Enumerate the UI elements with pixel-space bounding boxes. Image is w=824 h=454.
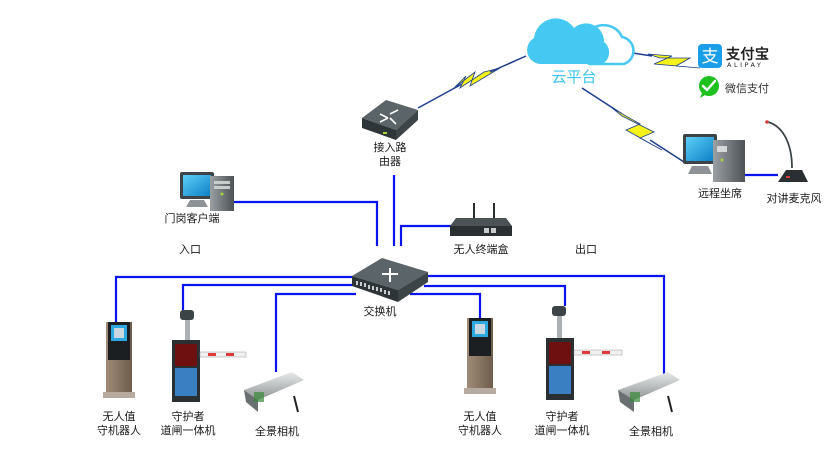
entrance-panoramic-camera-icon <box>244 372 304 413</box>
alipay-icon-glyph: 支 <box>702 47 719 67</box>
alipay-subtitle: ALIPAY <box>727 61 764 69</box>
alipay-logo: 支 <box>698 44 722 68</box>
wireless-link-cloud-payment <box>625 51 701 69</box>
exit-robot-label-line1: 无人值 <box>463 410 497 423</box>
microphone-label: 对讲麦克风 <box>766 192 822 205</box>
entrance-barrier-label-line1: 守护者 <box>171 410 205 423</box>
cable-terminal-box <box>399 224 454 246</box>
cable-exit-robot <box>410 292 482 318</box>
entrance-barrier-gate-icon <box>172 310 247 402</box>
entrance-zone-label: 入口 <box>179 243 201 256</box>
terminal-box-icon <box>450 203 512 236</box>
entrance-barrier-label: 守护者 道闸一体机 <box>161 410 216 438</box>
wireless-link-cloud-remote <box>581 87 685 163</box>
cable-gate-client <box>234 200 379 246</box>
entrance-barrier-label-line2: 道闸一体机 <box>160 424 216 437</box>
wechat-pay-icon <box>699 76 719 98</box>
network-cables <box>114 173 778 374</box>
gate-client-computer-icon <box>180 172 234 211</box>
exit-zone-label: 出口 <box>575 243 597 256</box>
exit-camera-label: 全景相机 <box>629 425 673 438</box>
terminal-box-label: 无人终端盒 <box>453 243 509 256</box>
entrance-robot-label-line1: 无人值 <box>102 410 136 423</box>
intercom-microphone-icon <box>765 120 808 182</box>
cable-exit-camera <box>424 274 666 374</box>
cloud-icon <box>527 18 635 66</box>
network-switch-icon <box>352 258 428 302</box>
wechat-pay-label: 微信支付 <box>725 82 769 95</box>
entrance-camera-label: 全景相机 <box>255 425 299 438</box>
exit-robot-kiosk-icon <box>464 318 496 394</box>
exit-panoramic-camera-icon <box>618 372 680 413</box>
exit-robot-label: 无人值 守机器人 <box>458 410 502 438</box>
entrance-robot-label-line2: 守机器人 <box>97 424 141 437</box>
alipay-title: 支付宝 <box>726 47 770 63</box>
entrance-robot-label: 无人值 守机器人 <box>97 410 141 438</box>
router-label-line2: 由器 <box>379 155 401 168</box>
exit-barrier-label-line1: 守护者 <box>545 410 579 423</box>
cable-entrance-robot <box>114 275 352 322</box>
remote-seat-label: 远程坐席 <box>698 187 742 200</box>
router-icon <box>362 100 418 140</box>
exit-barrier-label-line2: 道闸一体机 <box>534 424 590 437</box>
exit-barrier-label: 守护者 道闸一体机 <box>535 410 590 438</box>
remote-seat-computer-icon <box>683 134 745 182</box>
switch-label: 交换机 <box>363 305 397 318</box>
gate-client-label: 门岗客户端 <box>164 212 220 225</box>
wireless-link-router-cloud <box>417 55 527 109</box>
router-label-line1: 接入路 <box>373 141 407 154</box>
router-label: 接入路 由器 <box>374 141 407 169</box>
entrance-robot-kiosk-icon <box>103 322 135 398</box>
cloud-platform-label: 云平台 <box>551 68 597 86</box>
cable-exit-barrier <box>424 284 567 306</box>
exit-robot-label-line2: 守机器人 <box>458 424 502 437</box>
exit-barrier-gate-icon <box>546 306 623 400</box>
cable-entrance-camera <box>274 292 356 372</box>
cable-entrance-barrier <box>181 283 352 310</box>
